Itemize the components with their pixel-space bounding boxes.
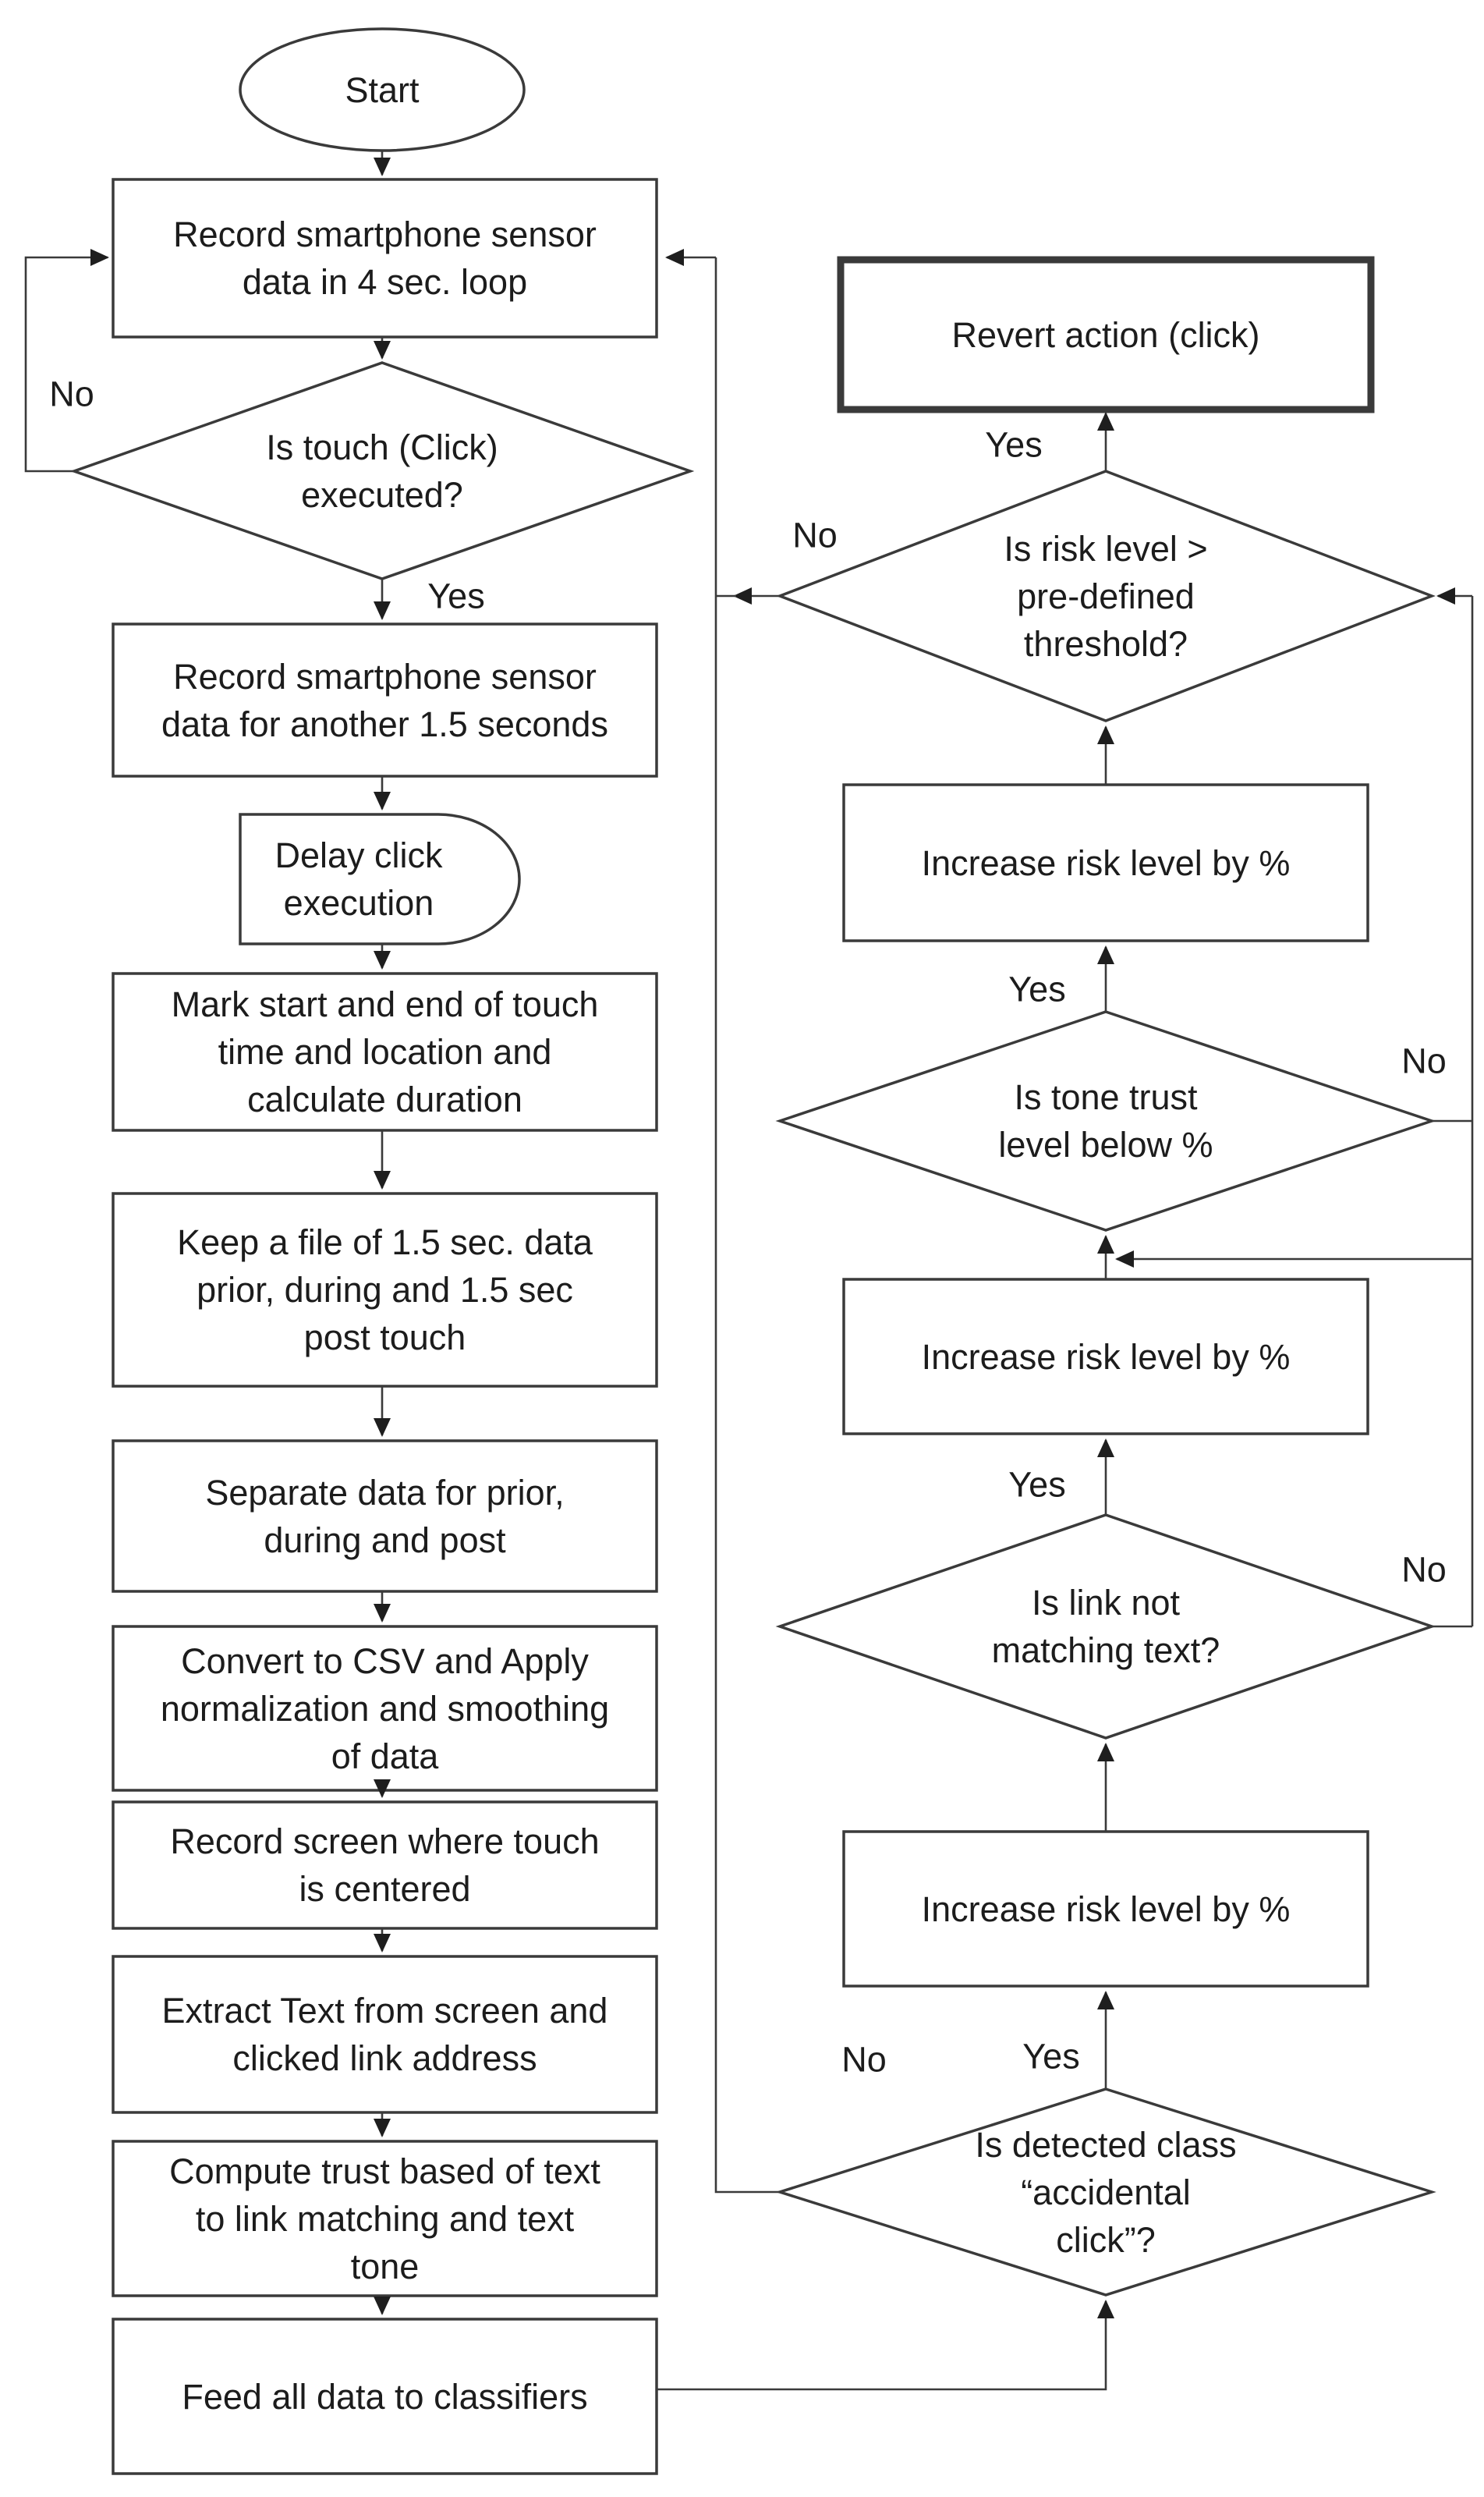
edge-label-touch-no: No — [49, 374, 94, 414]
node-text-line: threshold? — [1023, 623, 1188, 664]
shape-keep-file-box — [112, 1192, 658, 1388]
shape-record-screen-box — [112, 1800, 658, 1930]
edge-label-detected-no: No — [841, 2039, 887, 2080]
shape-link-matching-diamond — [775, 1513, 1436, 1740]
node-text-line: pre-defined — [1017, 576, 1195, 616]
node-text-line: Increase risk level by % — [921, 842, 1291, 883]
node-text-line: calculate duration — [247, 1080, 522, 1119]
node-text-line: Record screen where touch — [170, 1821, 600, 1861]
node-text-line: tone — [350, 2246, 420, 2286]
node-text-line: Start — [345, 69, 420, 110]
node-text-line: Separate data for prior, — [205, 1472, 565, 1513]
shape-delay-click — [239, 813, 521, 945]
node-convert-csv: Convert to CSV and Apply normalization a… — [113, 1626, 657, 1790]
shape-record-loop-box — [112, 178, 658, 339]
node-text-line: to link matching and text — [195, 2198, 575, 2239]
node-text-line: Increase risk level by % — [921, 1889, 1291, 1929]
connector-touch-no-loop — [24, 249, 109, 473]
node-text-line: Is tone trust — [1014, 1077, 1198, 1117]
node-text-line: Increase risk level by % — [921, 1336, 1291, 1377]
node-touch-executed: Is touch (Click) executed? — [74, 363, 690, 579]
node-text-line: Mark start and end of touch — [171, 984, 599, 1024]
node-text-line: level below % — [998, 1125, 1213, 1165]
node-text-line: Keep a file of 1.5 sec. data — [177, 1222, 593, 1262]
node-feed-classifiers: Feed all data to classifiers — [113, 2319, 657, 2474]
shape-detected-class-diamond — [775, 2087, 1436, 2297]
node-text-line: clicked link address — [232, 2038, 537, 2078]
node-text-line: “accidental — [1021, 2172, 1191, 2212]
node-text-line: Is link not — [1031, 1583, 1181, 1623]
node-text-line: Compute trust based of text — [169, 2151, 600, 2191]
node-text-line: Record smartphone sensor — [173, 215, 597, 254]
node-text-line: Delay click — [274, 835, 443, 875]
node-link-matching: Is link not matching text? — [780, 1515, 1432, 1738]
node-extract-text: Extract Text from screen and clicked lin… — [113, 1956, 657, 2112]
edge-label-touch-yes: Yes — [427, 576, 485, 616]
connector-left-return-loop — [714, 257, 780, 2194]
node-separate-data: Separate data for prior, during and post — [113, 1441, 657, 1591]
node-text-line: Is touch (Click) — [266, 427, 498, 467]
node-compute-trust: Compute trust based of text to link matc… — [113, 2141, 657, 2296]
node-text-line: Is detected class — [975, 2124, 1237, 2165]
edge-label-link-yes: Yes — [1008, 1464, 1066, 1505]
node-text-line: execution — [283, 883, 434, 923]
node-text-line: Revert action (click) — [951, 314, 1260, 355]
node-increase-risk-top: Increase risk level by % — [844, 785, 1368, 941]
node-text-line: Convert to CSV and Apply — [181, 1640, 589, 1681]
node-text-line: Is risk level > — [1004, 528, 1208, 569]
node-text-line: Record smartphone sensor — [173, 656, 597, 697]
node-text-line: data in 4 sec. loop — [242, 262, 528, 302]
node-text-line: of data — [331, 1736, 439, 1776]
node-text-line: Extract Text from screen and — [161, 1991, 608, 2031]
shape-separate-data-box — [112, 1439, 658, 1593]
node-tone-trust: Is tone trust level below % — [780, 1012, 1432, 1230]
node-record-more: Record smartphone sensor data for anothe… — [113, 624, 657, 776]
node-text-line: data for another 1.5 seconds — [161, 704, 608, 744]
node-record-loop: Record smartphone sensor data in 4 sec. … — [113, 179, 657, 337]
node-risk-threshold: Is risk level > pre-defined threshold? — [780, 471, 1432, 721]
node-record-screen: Record screen where touch is centered — [113, 1802, 657, 1928]
shape-feed-classifiers-box — [112, 2318, 658, 2475]
shape-record-more-box — [112, 622, 658, 778]
node-text-line: Feed all data to classifiers — [182, 2376, 588, 2417]
node-text-line: matching text? — [991, 1630, 1220, 1670]
edge-label-link-no: No — [1401, 1549, 1447, 1590]
node-start: Start — [240, 29, 524, 151]
shape-compute-trust-box — [112, 2140, 658, 2297]
edge-label-detected-yes: Yes — [1022, 2036, 1080, 2077]
node-detected-class: Is detected class “accidental click”? — [780, 2089, 1432, 2295]
edge-label-risk-no: No — [792, 515, 838, 555]
node-keep-file: Keep a file of 1.5 sec. data prior, duri… — [113, 1194, 657, 1386]
node-text-line: click”? — [1056, 2219, 1156, 2260]
node-text-line: during and post — [264, 1520, 506, 1560]
shape-revert-action-box — [837, 256, 1375, 413]
node-revert-action: Revert action (click) — [841, 260, 1371, 410]
shape-mark-touch-box — [112, 972, 658, 1132]
node-text-line: time and location and — [218, 1032, 552, 1072]
node-increase-risk-bottom: Increase risk level by % — [844, 1832, 1368, 1986]
node-text-line: prior, during and 1.5 sec — [197, 1270, 573, 1310]
connector-feed-to-detected — [657, 2300, 1114, 2391]
node-text-line: executed? — [301, 474, 463, 515]
edge-label-tone-no: No — [1401, 1041, 1447, 1081]
shape-tone-trust-diamond — [775, 1010, 1436, 1232]
node-text-line: normalization and smoothing — [160, 1688, 610, 1729]
node-increase-risk-mid: Increase risk level by % — [844, 1279, 1368, 1434]
connector-right-return-loop — [1432, 596, 1474, 1628]
node-text-line: is centered — [299, 1869, 471, 1909]
edge-label-risk-yes: Yes — [985, 424, 1043, 465]
node-text-line: post touch — [303, 1318, 466, 1357]
shape-risk-threshold-diamond — [776, 470, 1436, 722]
edge-label-tone-yes: Yes — [1008, 969, 1066, 1009]
shape-extract-text-box — [112, 1955, 658, 2114]
node-delay-click: Delay click execution — [234, 814, 483, 944]
node-mark-touch: Mark start and end of touch time and loc… — [113, 974, 657, 1130]
